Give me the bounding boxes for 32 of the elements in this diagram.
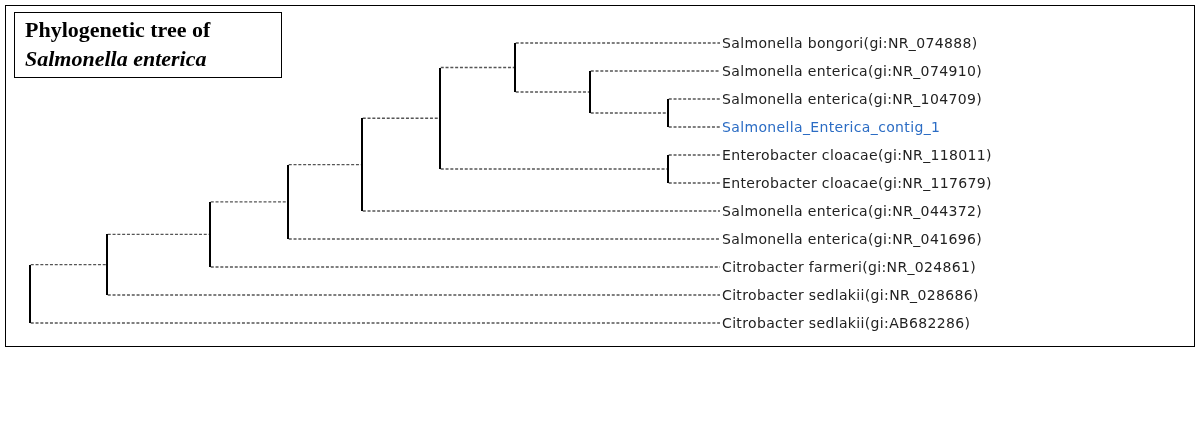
tree-branch: [30, 264, 107, 266]
tree-branch: [288, 238, 721, 240]
taxon-label: Salmonella bongori(gi:NR_074888): [722, 34, 978, 52]
tree-branch: [590, 112, 668, 114]
taxon-label: Salmonella_Enterica_contig_1: [722, 118, 941, 136]
tree-branch: [668, 154, 721, 156]
taxon-label: Salmonella enterica(gi:NR_074910): [722, 62, 982, 80]
tree-branch: [515, 42, 721, 44]
tree-branch: [668, 126, 721, 128]
taxon-label: Citrobacter farmeri(gi:NR_024861): [722, 258, 977, 276]
taxon-label: Salmonella enterica(gi:NR_104709): [722, 90, 982, 108]
tree-branch: [362, 210, 721, 212]
tree-branch: [107, 294, 721, 296]
tree-branch: [210, 266, 721, 268]
tree-branch: [362, 117, 440, 119]
taxon-label: Enterobacter cloacae(gi:NR_118011): [722, 146, 992, 164]
taxon-label: Salmonella enterica(gi:NR_041696): [722, 230, 982, 248]
tree-branch: [668, 182, 721, 184]
taxon-label: Citrobacter sedlakii(gi:NR_028686): [722, 286, 979, 304]
taxon-label: Citrobacter sedlakii(gi:AB682286): [722, 314, 971, 332]
tree-branch: [668, 98, 721, 100]
tree-branch: [210, 201, 288, 203]
taxon-label: Enterobacter cloacae(gi:NR_117679): [722, 174, 992, 192]
tree-branch: [440, 66, 515, 69]
tree-branch: [590, 70, 721, 72]
tree-branch: [107, 233, 210, 236]
tree-branch: [440, 168, 668, 170]
taxon-label: Salmonella enterica(gi:NR_044372): [722, 202, 982, 220]
tree-branch: [288, 164, 362, 166]
tree-branch: [30, 322, 721, 324]
tree-branch: [515, 91, 590, 93]
diagram-title: Phylogenetic tree of Salmonella enterica: [14, 12, 282, 78]
